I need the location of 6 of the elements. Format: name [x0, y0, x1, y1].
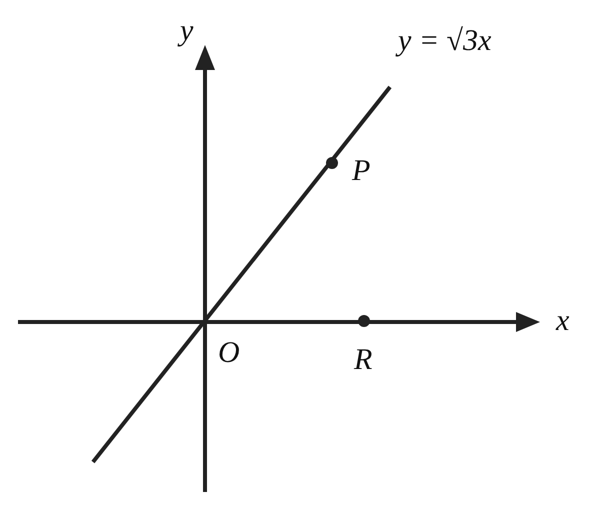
equation-label: y = √3x [398, 26, 492, 56]
axis-label: x [556, 306, 570, 336]
point-label: R [354, 345, 372, 375]
point-label: P [352, 156, 370, 186]
origin-label: O [218, 338, 240, 368]
axis-label: y [180, 16, 194, 46]
